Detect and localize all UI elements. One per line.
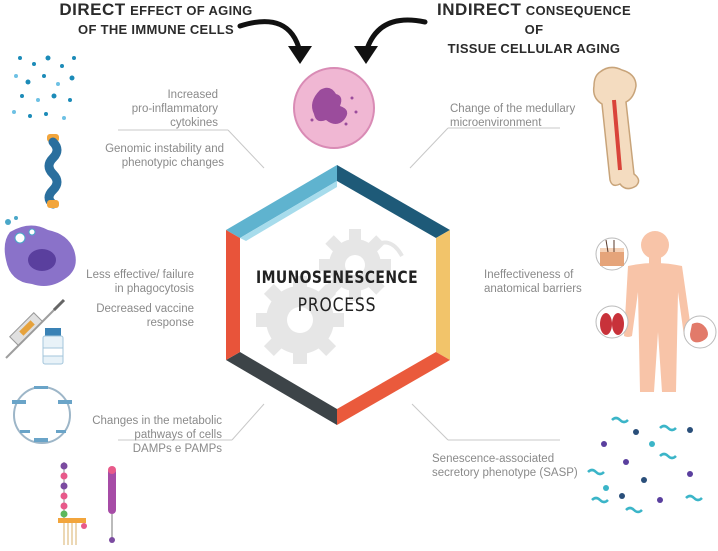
right-curved-arrow-icon [354,17,428,64]
label-cytokines-line2: pro-inflammatory [131,103,218,115]
label-cytokines-line1: Increased [167,89,218,101]
header-indirect: INDIRECT CONSEQUENCE OF TISSUE CELLULAR … [428,0,640,58]
label-medullary-line1: Change of the medullary [450,103,576,115]
label-barriers-line2: anatomical barriers [484,283,582,295]
header-direct-line2: OF THE IMMUNE CELLS [78,22,234,37]
center-subtitle: PROCESS [297,294,377,316]
label-genomic-line1: Genomic instability and [105,143,224,155]
center-label: IMUNOSENESCENCE PROCESS [237,268,437,316]
header-direct-rest: EFFECT OF AGING [130,3,253,18]
left-curved-arrow-icon [237,19,312,64]
header-indirect-bold: INDIRECT [437,0,522,19]
label-vaccine: Decreased vaccine response [66,302,194,330]
header-direct: DIRECT EFFECT OF AGING OF THE IMMUNE CEL… [56,0,256,39]
label-metabolic-line1: Changes in the metabolic [92,415,222,427]
label-vaccine-line2: response [146,317,194,329]
label-phagocytosis: Less effective/ failure in phagocytosis [66,268,194,296]
label-genomic: Genomic instability and phenotypic chang… [82,142,224,170]
label-cytokines: Increased pro-inflammatory cytokines [100,88,218,130]
header-direct-bold: DIRECT [59,0,126,19]
hexagon-frame [226,165,450,425]
receptor-icon [58,462,116,545]
label-metabolic: Changes in the metabolic pathways of cel… [78,414,222,456]
label-barriers: Ineffectiveness of anatomical barriers [484,268,604,296]
vaccine-vial-icon [42,328,64,365]
human-body-icon [624,231,692,392]
chromosome-icon [44,134,62,209]
phagocyte-cell-icon [4,216,76,286]
lungs-icon [595,305,629,339]
label-phagocytosis-line2: in phagocytosis [114,283,194,295]
label-sasp-line1: Senescence-associated [432,453,555,465]
label-medullary-line2: microenvironment [450,117,542,129]
immune-cell-icon [293,67,375,149]
bone-icon [592,66,640,190]
label-medullary: Change of the medullary microenvironment [450,102,590,130]
label-vaccine-line1: Decreased vaccine [96,303,194,315]
stomach-icon [683,315,717,349]
label-sasp-line2: secretory phenotype (SASP) [432,467,578,479]
label-cytokines-line3: cytokines [170,117,218,129]
syringe-icon [5,298,66,359]
header-indirect-rest: CONSEQUENCE OF [524,3,631,37]
cytokines-icon [12,55,76,120]
label-phagocytosis-line1: Less effective/ failure [86,269,194,281]
skin-tissue-icon [595,237,629,271]
center-title: IMUNOSENESCENCE [255,268,419,288]
label-sasp: Senescence-associated secretory phenotyp… [432,452,592,480]
label-metabolic-line3: DAMPs e PAMPs [132,443,222,455]
label-metabolic-line2: pathways of cells [134,429,222,441]
leader-lines [118,127,560,441]
sasp-molecules-icon [587,416,703,514]
header-indirect-line2: TISSUE CELLULAR AGING [447,41,621,56]
label-genomic-line2: phenotypic changes [121,157,224,169]
metabolic-cycle-icon [12,386,72,444]
label-barriers-line1: Ineffectiveness of [484,269,574,281]
